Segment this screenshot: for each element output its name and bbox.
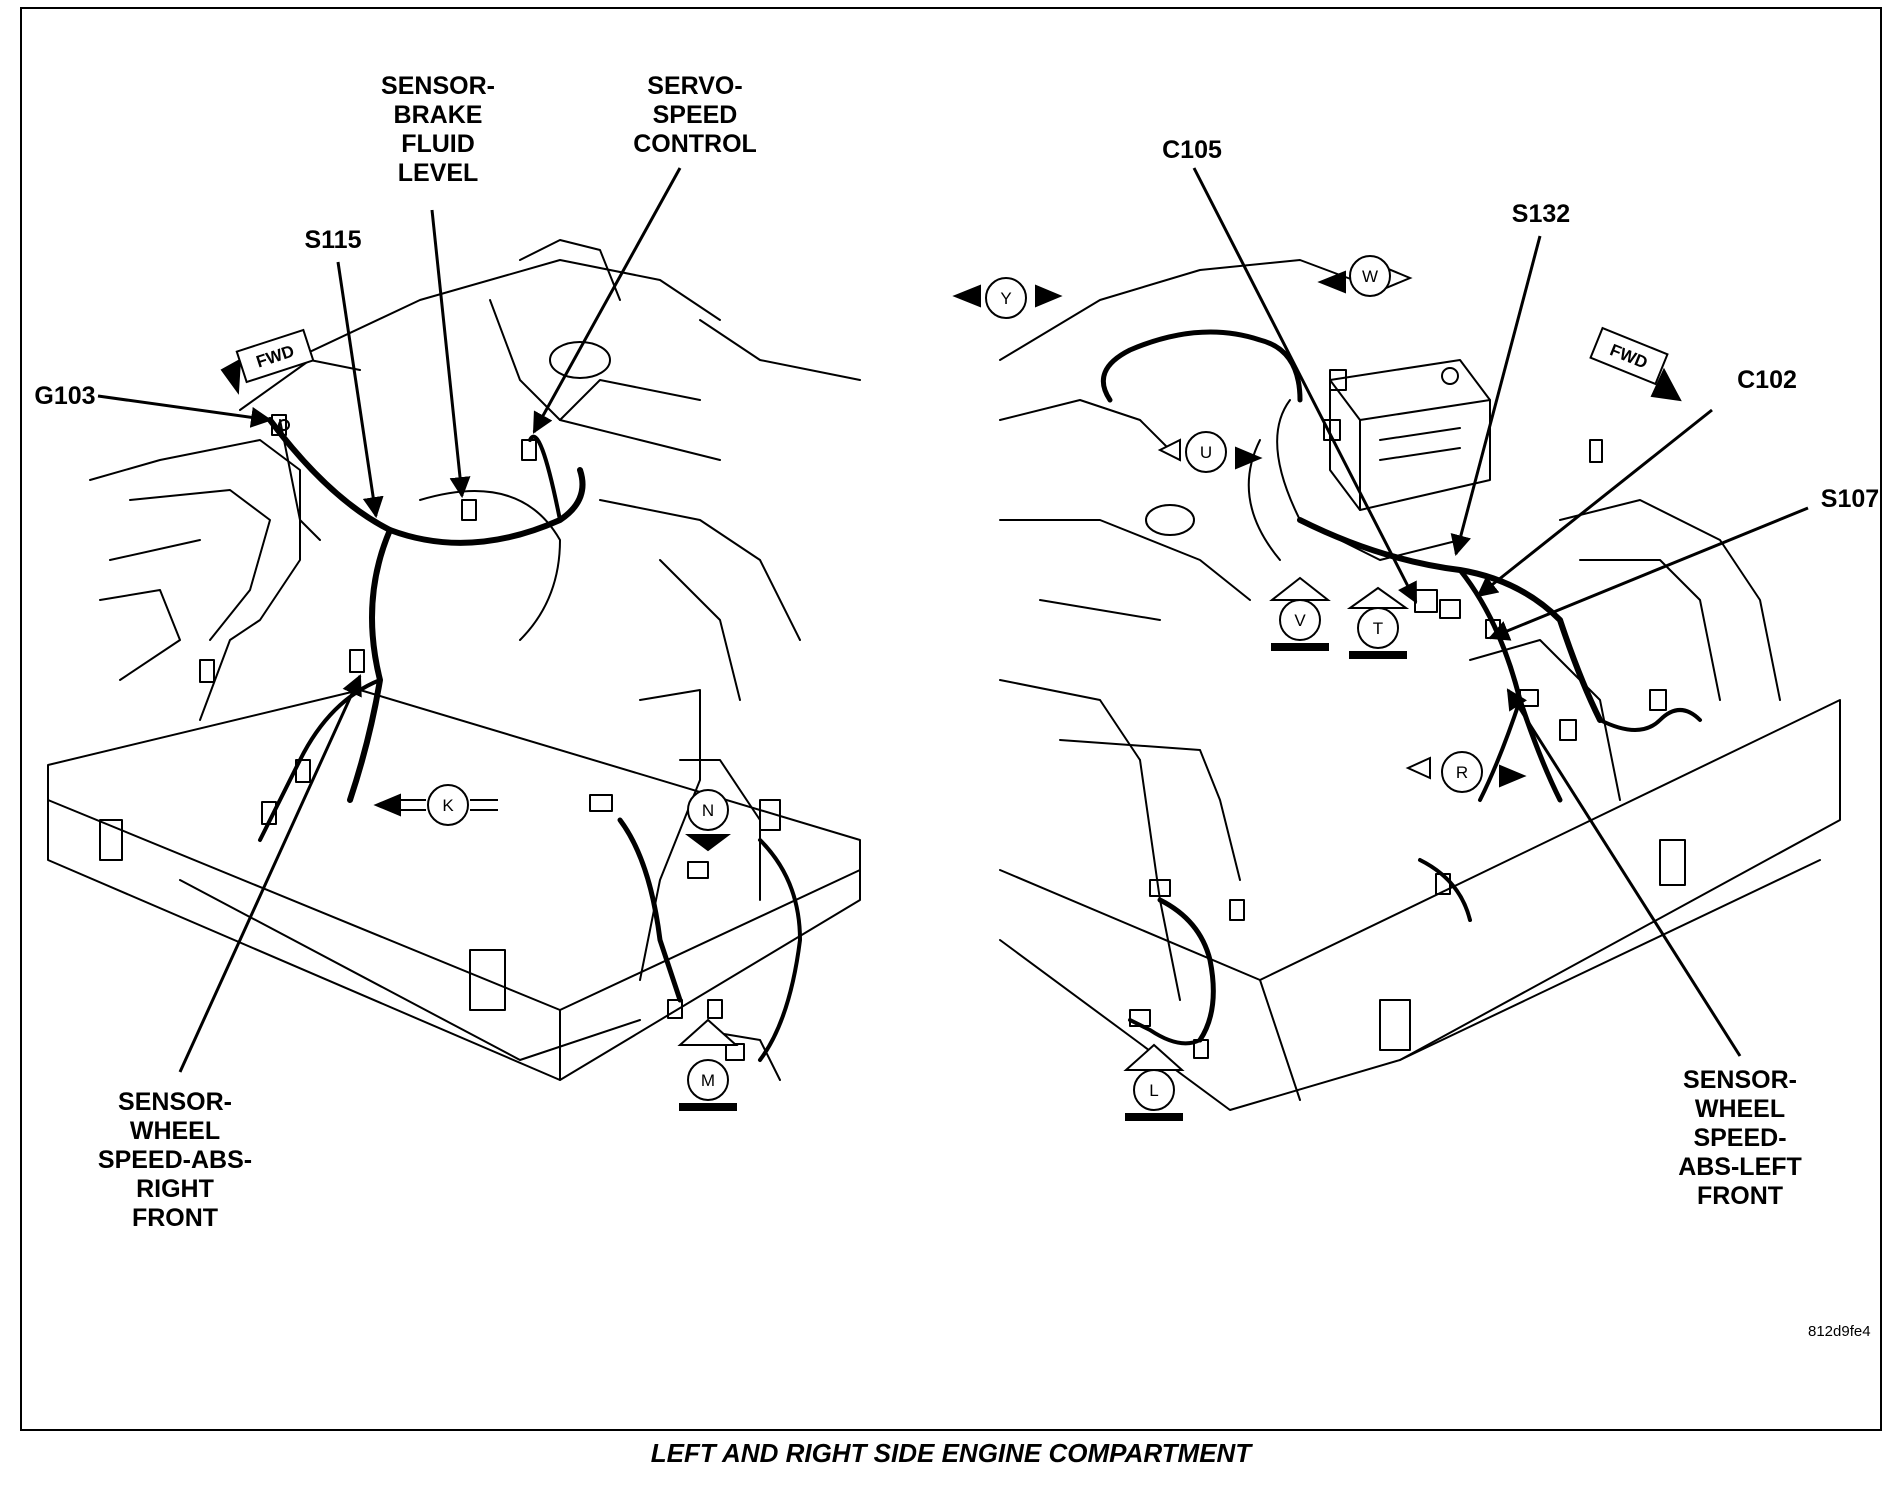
view-letter-t: T: [1373, 619, 1383, 638]
view-letter-u: U: [1200, 443, 1212, 462]
callout-c105: C105: [1162, 136, 1222, 164]
view-letter-m: M: [701, 1071, 715, 1090]
figure-id: 812d9fe4: [1808, 1323, 1871, 1340]
view-letter-r: R: [1456, 763, 1468, 782]
view-letter-k: K: [442, 796, 454, 815]
view-letter-y: Y: [1000, 289, 1011, 308]
view-letter-w: W: [1362, 267, 1378, 286]
leader-c102: [1476, 408, 1713, 598]
leader-c105: [1192, 167, 1418, 604]
callout-sensor-wheel-rf: SENSOR- WHEEL SPEED-ABS- RIGHT FRONT: [97, 1088, 253, 1232]
right-panel-drawing: [999, 259, 1841, 1111]
leader-brake-fluid: [430, 209, 471, 499]
view-letter-n: N: [702, 801, 714, 820]
view-letter-l: L: [1149, 1081, 1158, 1100]
callout-sensor-wheel-lf: SENSOR- WHEEL SPEED- ABS-LEFT FRONT: [1678, 1066, 1802, 1210]
leader-lines: [97, 167, 1809, 1073]
leader-servo: [532, 167, 682, 434]
view-indicators: [220, 255, 1682, 1121]
leader-g103: [97, 394, 273, 428]
left-panel-drawing: [47, 239, 861, 1081]
callout-s132: S132: [1511, 200, 1571, 228]
callout-servo-speed: SERVO- SPEED CONTROL: [633, 72, 757, 158]
callout-g103: G103: [34, 382, 96, 410]
callout-s115: S115: [304, 226, 362, 254]
leader-wheel-lf: [1506, 688, 1742, 1057]
callout-sensor-brake-fluid: SENSOR- BRAKE FLUID LEVEL: [381, 72, 495, 187]
callout-c102: C102: [1737, 366, 1797, 394]
callout-s107: S107: [1820, 485, 1880, 513]
leader-s115: [336, 261, 384, 519]
leader-s132: [1450, 235, 1542, 557]
figure-caption: LEFT AND RIGHT SIDE ENGINE COMPARTMENT: [650, 1438, 1252, 1468]
view-letter-v: V: [1294, 611, 1306, 630]
leader-wheel-rf: [178, 674, 362, 1073]
diagram-frame: [20, 7, 1882, 1431]
leader-s107: [1488, 506, 1809, 641]
